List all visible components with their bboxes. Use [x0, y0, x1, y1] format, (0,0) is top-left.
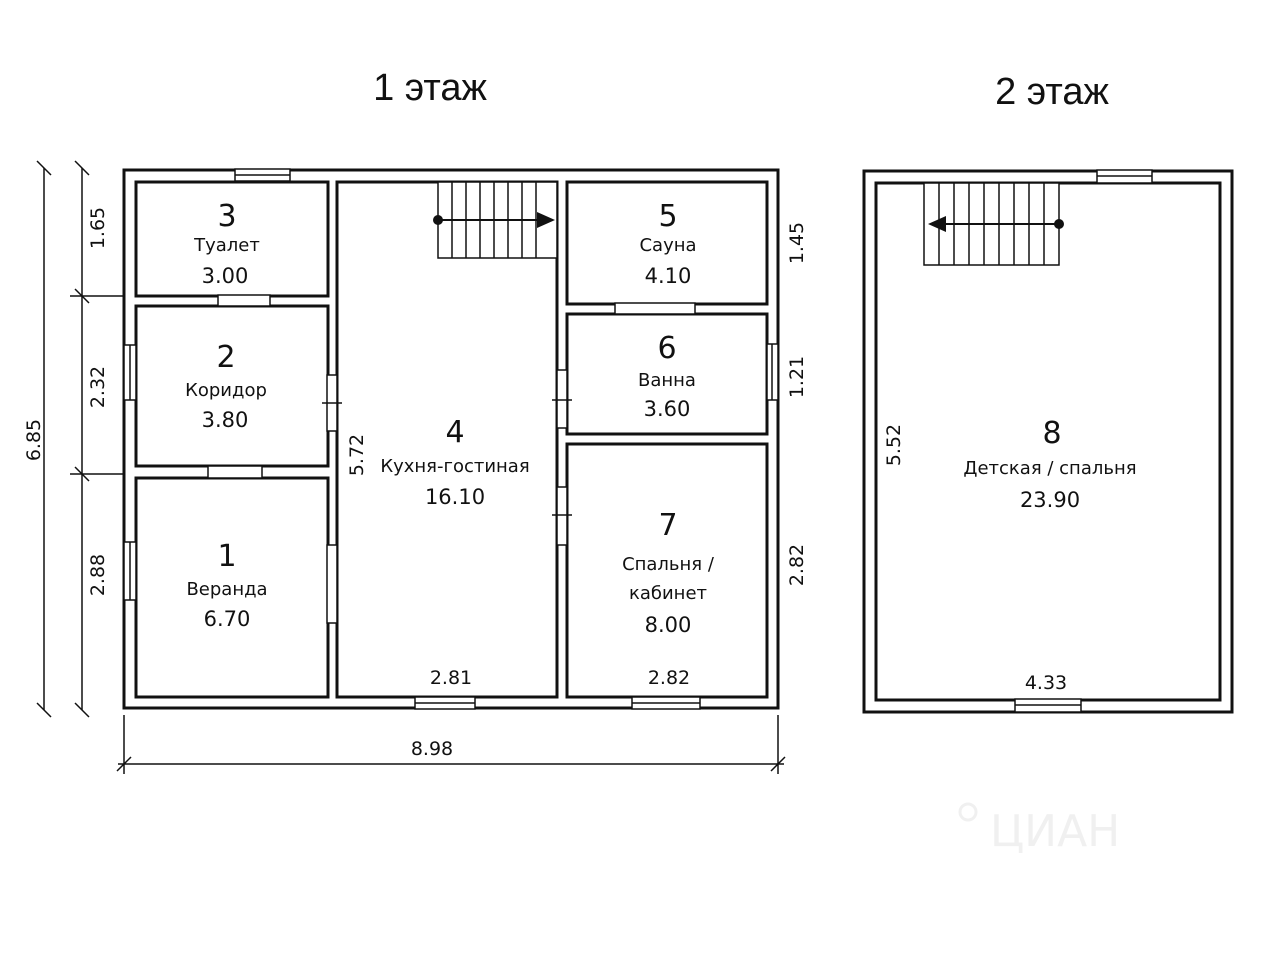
room-3-area: 3.00	[202, 264, 249, 288]
room-2-area: 3.80	[202, 408, 249, 432]
dim-second-width: 4.33	[1025, 672, 1067, 694]
room-6-name: Ванна	[638, 370, 696, 391]
stair-start-dot	[1054, 219, 1064, 229]
staircase-floor-2	[923, 182, 1064, 266]
room-8-number: 8	[1042, 416, 1061, 451]
floor-2-title: 2 этаж	[995, 71, 1109, 113]
dim-kitchen-width: 2.81	[430, 667, 472, 689]
room-5-number: 5	[658, 199, 677, 234]
room-4-number: 4	[445, 415, 464, 450]
door	[614, 302, 696, 315]
dim-seg-bottom: 2.88	[87, 554, 109, 596]
room-4-name: Кухня-гостиная	[380, 456, 529, 477]
dim-seg-top: 1.65	[87, 207, 109, 249]
room-2-name: Коридор	[185, 380, 267, 401]
watermark-text: ЦИАН	[990, 806, 1120, 857]
room-1-area: 6.70	[204, 607, 251, 631]
watermark-logo: ЦИАН	[958, 802, 1120, 857]
stair-arrow-icon	[537, 212, 555, 228]
door	[326, 544, 338, 624]
room-3-name: Туалет	[193, 235, 260, 256]
room-1-number: 1	[217, 539, 236, 574]
room-3-number: 3	[217, 199, 236, 234]
floor-1-title: 1 этаж	[373, 67, 487, 109]
dim-seg-mid: 2.32	[87, 366, 109, 408]
room-2-number: 2	[216, 340, 235, 375]
door	[556, 486, 568, 546]
door	[556, 369, 568, 429]
room-6-number: 6	[657, 331, 676, 366]
room-1-name: Веранда	[186, 579, 267, 600]
dim-second-height: 5.52	[883, 424, 905, 466]
dim-right-mid: 1.21	[786, 356, 808, 398]
dim-kitchen-height: 5.72	[346, 434, 368, 476]
dimension-lines-left	[36, 160, 124, 718]
room-7-name-line2: кабинет	[629, 583, 707, 604]
floor-1-plan	[122, 168, 780, 710]
room-8-name: Детская / спальня	[963, 458, 1136, 479]
room-7-area: 8.00	[645, 613, 692, 637]
room-7-number: 7	[658, 508, 677, 543]
door	[217, 294, 271, 307]
room-8-area: 23.90	[1020, 488, 1080, 512]
room-5-area: 4.10	[645, 264, 692, 288]
dim-bedroom-width: 2.82	[648, 667, 690, 689]
dim-total-width: 8.98	[411, 738, 453, 760]
dimension-line-bottom	[116, 715, 786, 774]
door	[207, 465, 263, 479]
dim-right-bottom: 2.82	[786, 544, 808, 586]
room-5-name: Сауна	[639, 235, 696, 256]
stair-arrow-icon	[928, 216, 946, 232]
room-7-name-line1: Спальня /	[622, 554, 715, 575]
floor-2-plan	[862, 169, 1234, 714]
room-6-area: 3.60	[644, 397, 691, 421]
stair-start-dot	[433, 215, 443, 225]
staircase-floor-1	[433, 181, 558, 259]
dim-total-height: 6.85	[23, 419, 45, 461]
dim-right-top: 1.45	[786, 222, 808, 264]
room-4-area: 16.10	[425, 485, 485, 509]
